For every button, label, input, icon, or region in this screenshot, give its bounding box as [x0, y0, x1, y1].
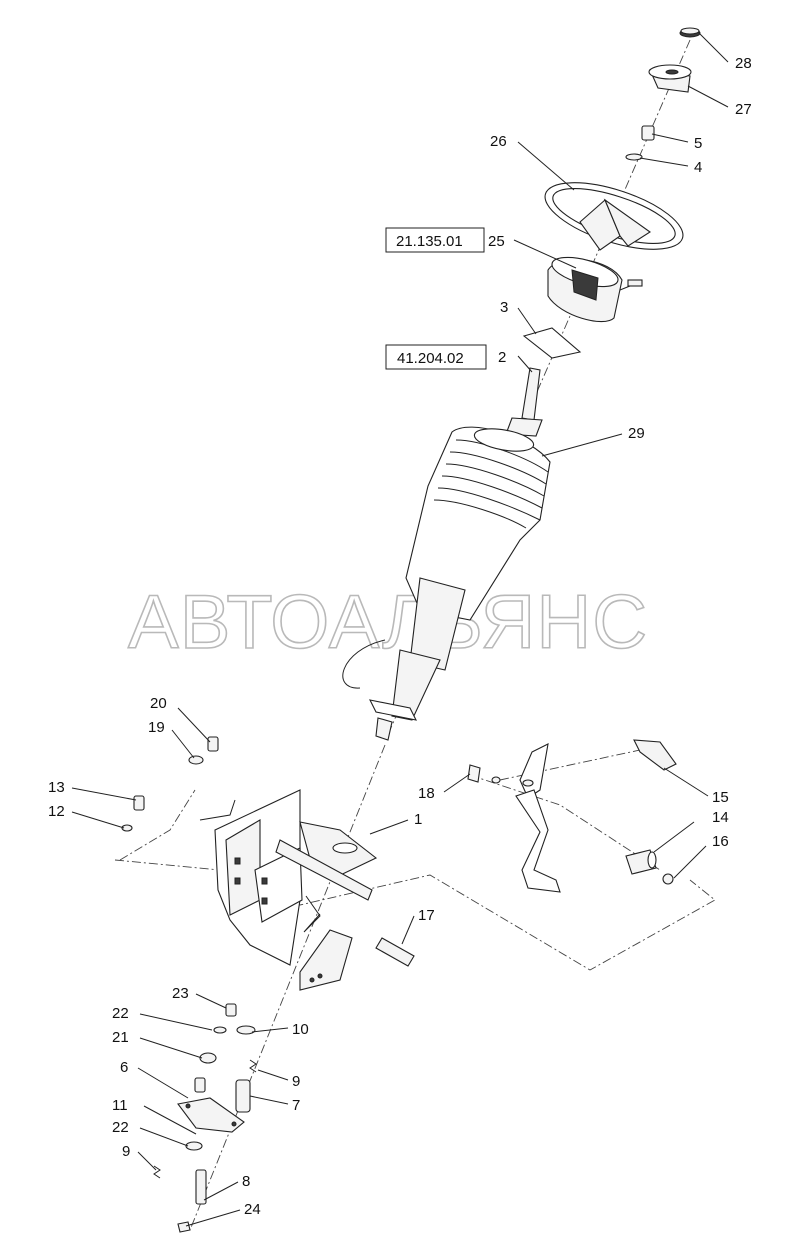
part-9-spring-upper	[249, 1059, 257, 1073]
pedal-arm	[515, 743, 561, 893]
label-14: 14	[712, 809, 729, 826]
part-1-mounting-bracket	[199, 789, 378, 991]
label-28: 28	[735, 55, 752, 72]
leader-lines	[71, 31, 729, 1227]
part-6-spacer	[194, 1077, 206, 1093]
label-9-upper: 9	[292, 1073, 300, 1090]
part-5-nut	[641, 125, 655, 141]
part-22-washer-lower	[185, 1141, 203, 1151]
part-21-nut	[199, 1052, 217, 1064]
part-18-pin	[467, 764, 501, 784]
part-19-washer	[188, 755, 204, 765]
label-25: 25	[488, 233, 505, 250]
part-26-steering-wheel	[544, 182, 684, 251]
label-5: 5	[694, 135, 702, 152]
reference-box-21135[interactable]: 21.135.01	[385, 227, 485, 253]
part-12-washer	[121, 824, 133, 832]
part-11-plate	[177, 1097, 245, 1133]
part-13-bolt	[133, 795, 145, 811]
label-10: 10	[292, 1021, 309, 1038]
label-21: 21	[112, 1029, 129, 1046]
label-7: 7	[292, 1097, 300, 1114]
label-19: 19	[148, 719, 165, 736]
part-27-hub-cover	[648, 64, 692, 93]
label-22-upper: 22	[112, 1005, 129, 1022]
label-2: 2	[498, 349, 506, 366]
reference-box-41204[interactable]: 41.204.02	[385, 344, 487, 370]
label-18: 18	[418, 785, 435, 802]
label-20: 20	[150, 695, 167, 712]
part-2-steering-shaft	[505, 367, 543, 437]
reference-code-21135: 21.135.01	[396, 233, 463, 250]
part-23-bolt	[225, 1003, 237, 1017]
part-10-washer	[236, 1025, 256, 1035]
label-24: 24	[244, 1201, 261, 1218]
label-13: 13	[48, 779, 65, 796]
label-17: 17	[418, 907, 435, 924]
label-9-lower: 9	[122, 1143, 130, 1160]
part-29-column-housing	[342, 426, 551, 741]
label-3: 3	[500, 299, 508, 316]
label-29: 29	[628, 425, 645, 442]
part-16-screw	[662, 873, 674, 885]
part-22-washer-upper	[213, 1026, 227, 1034]
label-15: 15	[712, 789, 729, 806]
part-15-pedal-pad	[633, 739, 677, 771]
label-26: 26	[490, 133, 507, 150]
label-27: 27	[735, 101, 752, 118]
part-24-pin	[177, 1221, 191, 1233]
part-8-screw	[195, 1169, 207, 1205]
label-4: 4	[694, 159, 702, 176]
label-16: 16	[712, 833, 729, 850]
label-23: 23	[172, 985, 189, 1002]
part-20-bolt	[207, 736, 219, 752]
part-3-disc	[522, 327, 582, 359]
part-17-pin	[375, 937, 415, 967]
part-4-washer	[625, 153, 643, 161]
part-9-spring-lower	[153, 1165, 161, 1179]
label-12: 12	[48, 803, 65, 820]
callout-labels: 28 27 5 26 4 25 3 2 29 20 19 13 12 18 15…	[48, 55, 752, 1218]
label-11: 11	[112, 1097, 128, 1114]
label-8: 8	[242, 1173, 250, 1190]
part-14-bushing	[625, 849, 657, 875]
label-1: 1	[414, 811, 422, 828]
part-7-bushing	[235, 1079, 251, 1113]
watermark-text: АВТОАЛЬЯНС	[128, 580, 648, 665]
part-28-cap	[679, 27, 701, 38]
reference-code-41204: 41.204.02	[397, 350, 464, 367]
label-6: 6	[120, 1059, 128, 1076]
label-22-lower: 22	[112, 1119, 129, 1136]
